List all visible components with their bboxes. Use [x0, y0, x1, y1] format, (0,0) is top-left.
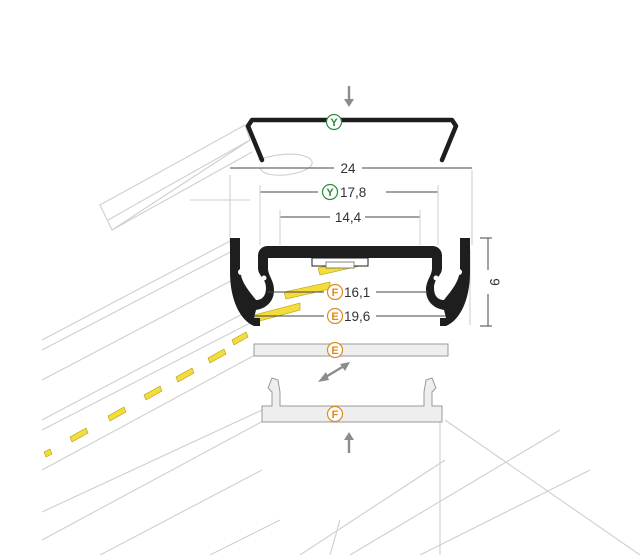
- dim-19-6: E 19,6: [254, 307, 446, 325]
- cover-badge-y: Y: [325, 113, 343, 131]
- diffuser-e: E: [253, 341, 449, 359]
- double-arrow-icon: [318, 362, 350, 382]
- svg-text:24: 24: [340, 161, 356, 176]
- svg-text:9: 9: [487, 278, 502, 286]
- aluminium-profile: [230, 238, 470, 326]
- svg-text:E: E: [331, 345, 338, 357]
- svg-text:17,8: 17,8: [340, 185, 366, 200]
- dim-24: 24: [230, 161, 472, 176]
- led-chip: [325, 261, 355, 269]
- svg-text:Y: Y: [326, 187, 334, 199]
- dim-16-1: F 16,1: [268, 283, 428, 301]
- svg-text:19,6: 19,6: [344, 309, 370, 324]
- svg-text:16,1: 16,1: [344, 285, 370, 300]
- svg-text:F: F: [332, 287, 339, 299]
- clip-cover-y: [245, 117, 459, 163]
- diffuser-f: [261, 377, 443, 423]
- dim-17-8: Y 17,8: [259, 183, 439, 245]
- arrow-down-icon: [344, 86, 354, 107]
- dim-height-9: 9: [480, 237, 502, 327]
- perspective-guides: [41, 124, 640, 555]
- led-strip: [43, 257, 365, 458]
- diffuser-badge-f: F: [326, 405, 344, 423]
- svg-text:F: F: [332, 409, 339, 421]
- arrow-up-icon: [344, 432, 354, 453]
- dim-14-4: 14,4: [279, 210, 421, 245]
- svg-text:14,4: 14,4: [335, 210, 362, 225]
- svg-text:Y: Y: [330, 117, 338, 129]
- svg-text:E: E: [331, 311, 338, 323]
